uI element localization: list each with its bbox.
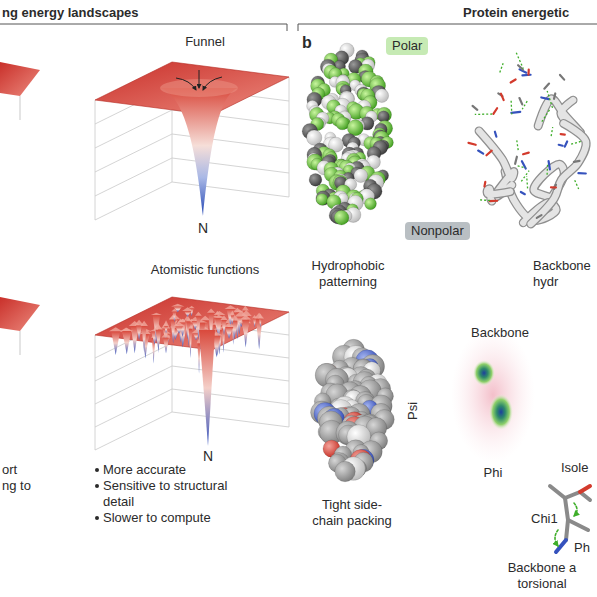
flow-arrows — [176, 70, 222, 90]
feature-caption: Backbone hydr — [533, 258, 597, 290]
tag-text: Nonpolar — [411, 223, 464, 238]
residue-label: Isole — [561, 460, 588, 476]
section-rules — [0, 24, 597, 31]
feature-caption: Hydrophobic patterning — [298, 258, 398, 290]
bullet-text: ort — [2, 462, 17, 478]
feature-caption: Backbone a torsional — [504, 560, 580, 592]
tag-text: Polar — [392, 38, 422, 53]
rugged-spikes — [109, 304, 264, 446]
funnel-well — [160, 88, 238, 216]
energy-surface — [95, 297, 289, 350]
nonpolar-tag: Nonpolar — [405, 222, 470, 240]
axis-box — [95, 297, 289, 450]
ramachandran-plot — [451, 327, 535, 463]
section-heading: ng energy landscapes — [2, 5, 139, 21]
bullet-text: More accurate — [103, 462, 186, 478]
panel-title: Atomistic functions — [130, 262, 280, 278]
native-state-label: N — [200, 448, 216, 464]
plot-title: Backbone — [463, 325, 537, 341]
section-heading: Protein energetic — [463, 5, 569, 21]
polar-tag: Polar — [386, 37, 428, 55]
native-state-label: N — [195, 220, 211, 236]
bullet-text: Slower to compute — [103, 510, 211, 526]
protein-spheres — [302, 43, 393, 225]
panel-title: Funnel — [150, 34, 260, 50]
torsion-label: Ph — [574, 540, 590, 556]
panel-letter: b — [302, 35, 312, 51]
bullet-dots — [95, 468, 99, 520]
axis-box — [95, 62, 289, 220]
axis-label: Phi — [478, 465, 508, 481]
protein-ribbon — [468, 53, 586, 224]
energy-landscape-plots — [0, 62, 289, 450]
axis-label: Psi — [405, 402, 421, 420]
feature-caption: Tight side-chain packing — [307, 497, 397, 529]
torsion-label: Chi1 — [531, 511, 558, 527]
bullet-text: ng to — [2, 478, 31, 494]
packing-spheres — [311, 339, 395, 481]
bullet-text: Sensitive to structural detail — [103, 478, 253, 510]
